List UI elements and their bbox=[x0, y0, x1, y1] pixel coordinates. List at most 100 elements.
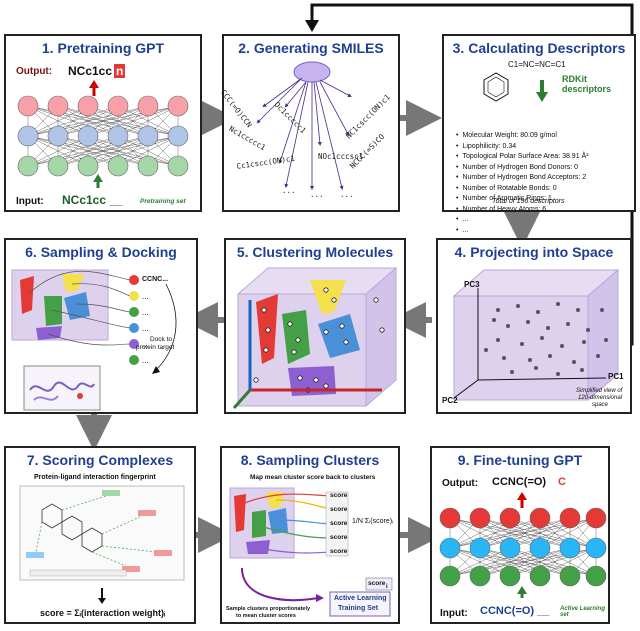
cluster-sampling-diagram bbox=[229, 487, 393, 617]
projected-point bbox=[600, 308, 604, 312]
cluster-space-plot bbox=[232, 266, 398, 409]
projected-point bbox=[576, 308, 580, 312]
neuron-node bbox=[469, 537, 491, 559]
neuron-node bbox=[439, 565, 461, 587]
neuron-node bbox=[17, 155, 39, 177]
projected-point bbox=[506, 324, 510, 328]
neuron-node bbox=[559, 537, 581, 559]
projected-point bbox=[604, 338, 608, 342]
neuron-node bbox=[107, 125, 129, 147]
smiles-item: ... bbox=[340, 190, 354, 199]
projection-caption: 120-dimensional bbox=[578, 395, 623, 401]
neuron-node bbox=[167, 125, 189, 147]
projected-point bbox=[492, 318, 496, 322]
input-smiles: NCc1cc __ bbox=[62, 193, 123, 207]
molecule-point bbox=[313, 377, 319, 383]
input-smiles: CCNC(=O) __ bbox=[480, 605, 550, 617]
total-descriptors: Total of 196 descriptors bbox=[492, 198, 565, 205]
molecule-point bbox=[379, 327, 385, 333]
sampled-dots: ... bbox=[142, 356, 149, 365]
neural-network-diagram bbox=[439, 492, 607, 598]
molecule-smiles: C1=NC=NC=C1 bbox=[508, 60, 566, 69]
projected-point bbox=[520, 342, 524, 346]
neuron-node bbox=[469, 565, 491, 587]
descriptor-item: ... bbox=[456, 226, 589, 237]
panel-generating-smiles: 2. Generating SMILES CCC(=O)CCN Oc1ccccc… bbox=[219, 34, 400, 212]
neuron-node bbox=[559, 565, 581, 587]
neuron-node bbox=[77, 125, 99, 147]
molecule-point bbox=[295, 337, 301, 343]
output-smiles: CCNC(=O) bbox=[492, 476, 547, 488]
descriptor-item: Number of Aromatic Rings: 1 bbox=[456, 194, 589, 205]
projection-caption: space bbox=[592, 402, 609, 408]
descriptor-item: ... bbox=[456, 215, 589, 226]
projected-point bbox=[566, 322, 570, 326]
descriptor-item: Number of Hydrogen Bond Acceptors: 2 bbox=[456, 173, 589, 184]
panel-sampling-clusters: 8. Sampling Clusters Map mean cluster sc… bbox=[220, 446, 400, 624]
neuron-node bbox=[439, 537, 461, 559]
gpt-node bbox=[293, 61, 331, 83]
neuron-node bbox=[17, 125, 39, 147]
neuron-node bbox=[499, 565, 521, 587]
sampled-dots: ... bbox=[142, 292, 149, 301]
neuron-node bbox=[469, 507, 491, 529]
sampling-caption: Sample clusters proportionately bbox=[226, 606, 311, 612]
panel-title: 4. Projecting into Space bbox=[454, 244, 614, 260]
smiles-generation-diagram bbox=[256, 61, 352, 190]
panel-title: 5. Clustering Molecules bbox=[236, 244, 394, 260]
output-next-token: n bbox=[114, 64, 126, 78]
molecule-point bbox=[265, 327, 271, 333]
output-label: Output: bbox=[442, 478, 479, 489]
mean-score-formula: 1/N Σᵢ(score)ᵢ bbox=[352, 518, 394, 525]
projected-point bbox=[572, 360, 576, 364]
active-learning-set: Training Set bbox=[338, 605, 379, 612]
rdkit-label: RDKit descriptors bbox=[562, 74, 612, 94]
panel-calculating-descriptors: 3. Calculating Descriptors C1=NC=NC=C1 R… bbox=[442, 34, 636, 234]
sampled-dots: ... bbox=[142, 324, 149, 333]
neuron-node bbox=[499, 537, 521, 559]
neuron-node bbox=[17, 95, 39, 117]
fingerprint-subtitle: Protein-ligand interaction fingerprint bbox=[34, 474, 156, 481]
smiles-item: ... bbox=[282, 186, 296, 195]
molecule-point bbox=[263, 347, 269, 353]
projected-point bbox=[556, 302, 560, 306]
molecule-point bbox=[323, 383, 329, 389]
molecule-point bbox=[261, 307, 267, 313]
score-row: score bbox=[330, 492, 348, 499]
neuron-node bbox=[77, 95, 99, 117]
neuron-node bbox=[499, 507, 521, 529]
sampled-dots: ... bbox=[142, 340, 149, 349]
neuron-node bbox=[107, 95, 129, 117]
neuron-node bbox=[585, 507, 607, 529]
panel-title: 3. Calculating Descriptors bbox=[452, 40, 626, 56]
neuron-node bbox=[529, 537, 551, 559]
pc2-axis bbox=[453, 379, 479, 399]
sampled-dots: ... bbox=[142, 308, 149, 317]
molecule-point bbox=[339, 323, 345, 329]
descriptor-list: Molecular Weight: 80.09 g/mol Lipophilic… bbox=[456, 131, 589, 237]
panel-clustering-molecules: 5. Clustering Molecules bbox=[224, 238, 406, 414]
molecule-point bbox=[287, 321, 293, 327]
score-row: score bbox=[330, 520, 348, 527]
neuron-node bbox=[107, 155, 129, 177]
panel-title: 1. Pretraining GPT bbox=[41, 40, 165, 56]
neuron-node bbox=[167, 95, 189, 117]
score-row: score bbox=[330, 506, 348, 513]
input-label: Input: bbox=[16, 196, 44, 207]
projected-point bbox=[556, 372, 560, 376]
projected-point bbox=[536, 310, 540, 314]
projected-point bbox=[516, 304, 520, 308]
dock-label: protein target bbox=[136, 344, 175, 351]
smiles-item: NOc1cccsc1 bbox=[318, 152, 364, 161]
descriptor-item: Number of Hydrogen Bond Donors: 0 bbox=[456, 163, 589, 174]
score-i: score bbox=[368, 580, 386, 587]
molecule-point bbox=[291, 349, 297, 355]
panel-projecting-into-space: 4. Projecting into Space PC3 PC1 PC2 Sim… bbox=[436, 238, 632, 414]
output-smiles: NCc1cc bbox=[68, 64, 113, 78]
projection-caption: Simplified view of bbox=[576, 388, 623, 394]
projected-point bbox=[586, 328, 590, 332]
projected-point bbox=[526, 320, 530, 324]
projected-point bbox=[540, 336, 544, 340]
map-score-subtitle: Map mean cluster score back to clusters bbox=[250, 474, 376, 481]
neuron-node bbox=[529, 507, 551, 529]
